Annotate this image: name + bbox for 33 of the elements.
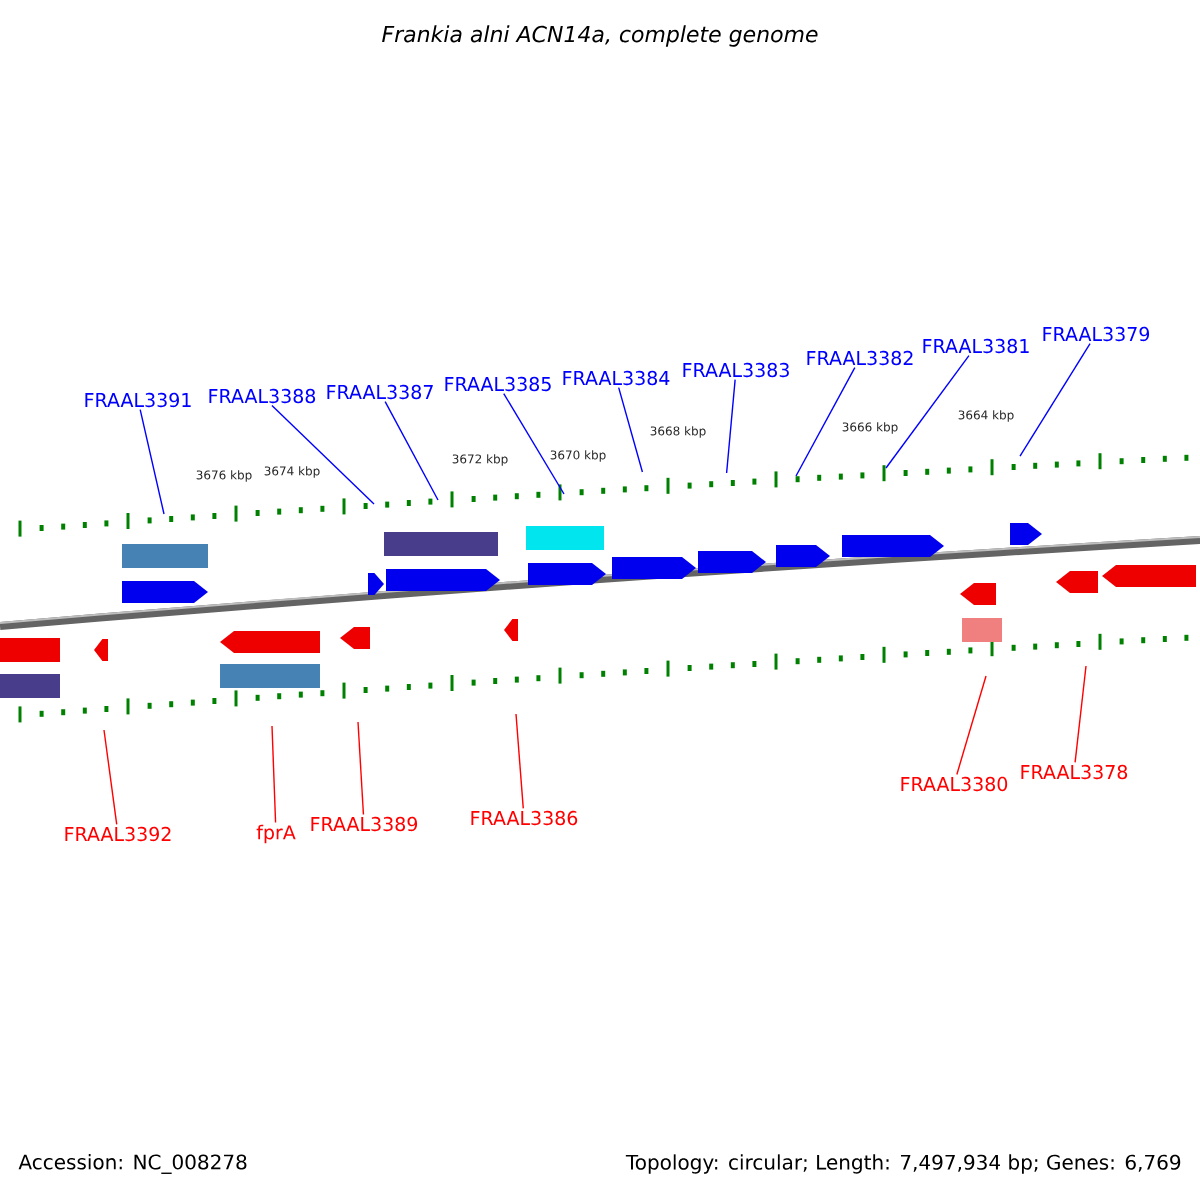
leader-line	[956, 675, 987, 776]
footer-text: Topology: circular; Length: 7,497,934 bp; Genes: 6,769	[625, 1154, 1181, 1174]
gene-label: FRAAL3379	[1043, 326, 1150, 342]
leader-line	[1019, 342, 1091, 457]
gene-label: FRAAL3380	[901, 776, 1008, 792]
leader-line	[384, 400, 439, 501]
gene-label: FRAAL3383	[683, 362, 789, 378]
gene-label: FRAAL3391	[85, 392, 191, 408]
leader-line	[618, 386, 644, 473]
leader-line	[357, 721, 365, 816]
leader-line	[795, 366, 856, 477]
gene-label: FRAAL3381	[923, 338, 1029, 354]
title: Frankia alni ACN14a, complete genome	[382, 25, 818, 47]
gene-label: FRAAL3389	[311, 816, 418, 832]
leader-line	[885, 354, 970, 469]
gene-label: FRAAL3378	[1021, 764, 1128, 780]
gene-label: FRAAL3387	[327, 384, 433, 400]
gene-label: FRAAL3385	[445, 376, 551, 392]
leader-line	[139, 408, 165, 515]
gene-label: FRAAL3386	[471, 810, 578, 826]
gene-label: FRAAL3392	[65, 826, 171, 842]
gene-label: FRAAL3382	[807, 350, 913, 366]
gene-label: FRAAL3388	[209, 388, 316, 404]
leader-line	[271, 725, 277, 824]
footer-text: Accession: NC_008278	[18, 1154, 247, 1174]
gene-label: FRAAL3384	[563, 370, 670, 386]
gene-label: fprA	[256, 824, 296, 844]
leader-line	[725, 378, 736, 474]
leader-line	[515, 713, 524, 810]
leader-line	[271, 404, 375, 505]
leader-line	[503, 392, 565, 495]
leader-line	[1074, 665, 1087, 764]
leader-line	[103, 729, 118, 826]
